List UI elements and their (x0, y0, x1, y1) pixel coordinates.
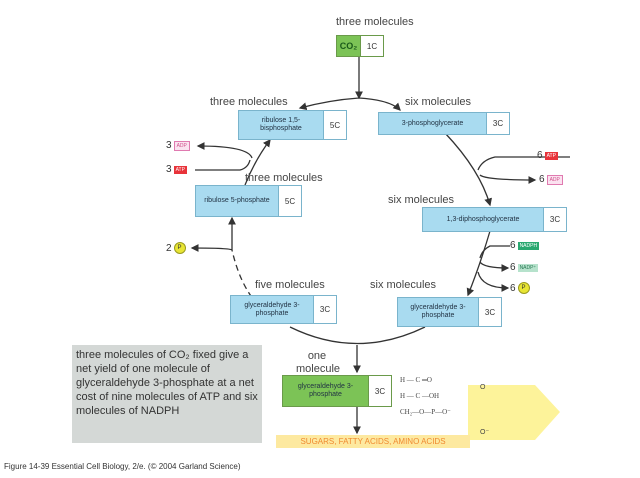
g3p6-carbons: 3C (478, 298, 501, 326)
g3p5-carbons: 3C (313, 296, 336, 323)
structure-row: CH₂—O—P—O⁻ (400, 408, 451, 416)
atp-tag: ATP (173, 165, 187, 174)
co2-count-label: three molecules (336, 16, 414, 28)
pga-count-label: six molecules (405, 96, 472, 108)
g3p1-name: glyceraldehyde 3-phosphate (283, 376, 368, 406)
adp-tag: ADP (546, 174, 563, 185)
nadp-tag: NADP⁺ (517, 263, 539, 272)
rubp-count-label: three molecules (210, 96, 288, 108)
rubp-carbons: 5C (323, 111, 346, 139)
phosphate-icon: P (173, 242, 186, 254)
co2-carbons: 1C (360, 36, 383, 56)
count: 2 (166, 242, 172, 254)
count: 6 (510, 262, 516, 273)
bpg-count-label: six molecules (388, 194, 455, 206)
count: 6 (510, 282, 516, 294)
adp-tag: ADP (173, 140, 190, 151)
bpg-name: 1,3-diphosphoglycerate (423, 208, 543, 231)
count: 6 (539, 174, 545, 185)
structure-row: H — C ═O (400, 376, 432, 384)
g3p6-name: glyceraldehyde 3-phosphate (398, 298, 478, 326)
rubp-name: ribulose 1,5-bisphosphate (239, 111, 323, 139)
r5p-count-label: three molecules (245, 172, 323, 184)
g3p1-count-label: one molecule (296, 350, 341, 375)
phosphate-icon: P (517, 282, 530, 294)
atp-tag: ATP (544, 151, 558, 160)
g3p6-count-label: six molecules (370, 279, 437, 291)
g3p-structure: H — C ═O H — C —OH CH₂—O—P—O⁻ (400, 372, 451, 420)
pga-carbons: 3C (486, 113, 509, 134)
count: 6 (537, 150, 543, 161)
r5p-name: ribulose 5-phosphate (196, 186, 278, 216)
phosphate-oxygen-top: O (480, 384, 486, 391)
bpg-carbons: 3C (543, 208, 566, 231)
count: 3 (166, 164, 172, 175)
phosphate-oxygen-bottom: O⁻ (480, 429, 490, 436)
count: 3 (166, 140, 172, 151)
g3p5-count-label: five molecules (255, 279, 325, 291)
figure-caption: Figure 14-39 Essential Cell Biology, 2/e… (4, 462, 241, 471)
g3p5-name: glyceraldehyde 3-phosphate (231, 296, 313, 323)
co2-box: CO₂ 1C (336, 35, 384, 57)
products-label: SUGARS, FATTY ACIDS, AMINO ACIDS (276, 435, 470, 448)
co2-name: CO₂ (337, 36, 360, 56)
pga-name: 3-phosphoglycerate (379, 113, 486, 134)
r5p-carbons: 5C (278, 186, 301, 216)
g3p1-carbons: 3C (368, 376, 391, 406)
count: 6 (510, 240, 516, 251)
product-arrow-shape (468, 385, 560, 440)
summary-box: three molecules of CO₂ fixed give a net … (72, 345, 262, 443)
structure-row: H — C —OH (400, 392, 440, 400)
nadph-tag: NADPH (517, 241, 540, 250)
